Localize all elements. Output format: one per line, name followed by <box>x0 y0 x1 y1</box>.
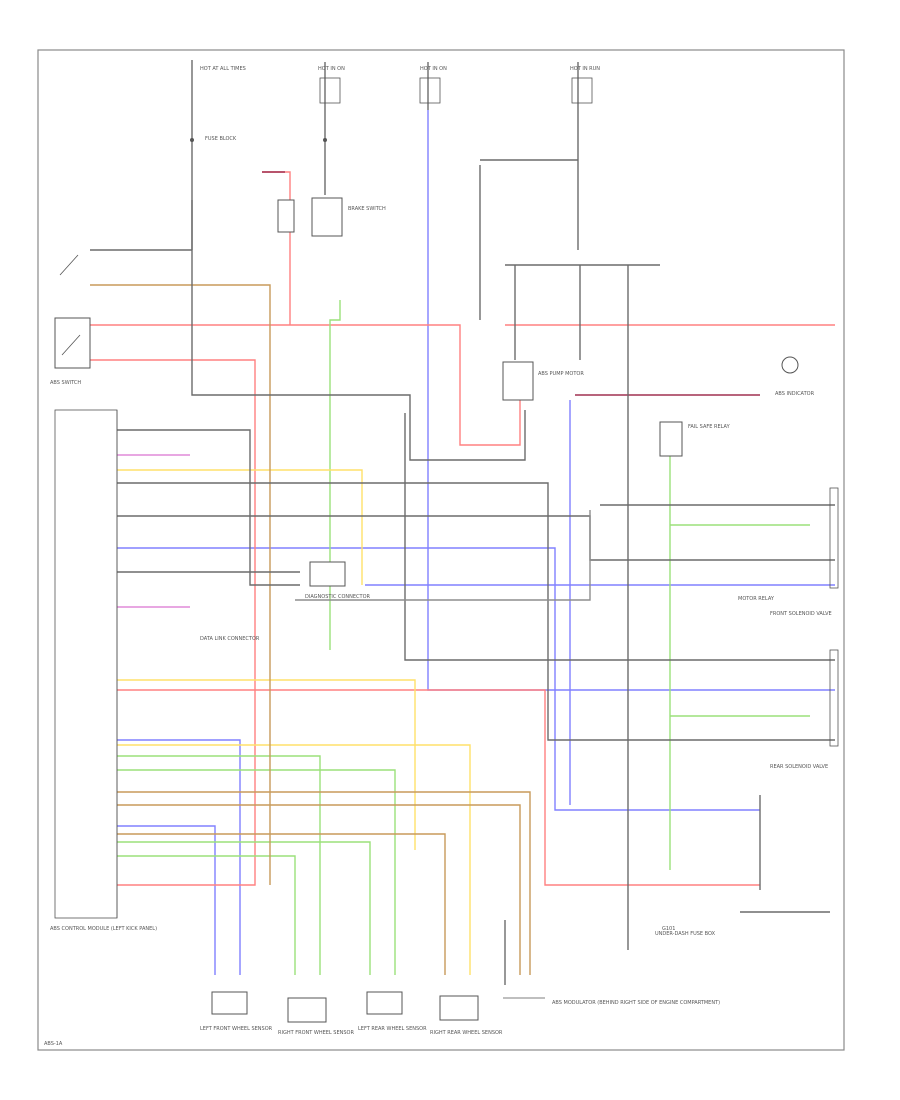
top-fuse-3-label: HOT IN ON <box>420 66 447 72</box>
brown-wires <box>90 284 531 975</box>
black-wires <box>90 159 835 985</box>
fail-safe-relay-label: FAIL SAFE RELAY <box>688 424 731 430</box>
abs-modulator-label: ABS MODULATOR (BEHIND RIGHT SIDE OF ENGI… <box>552 1000 720 1006</box>
abs-control-module: ABS CONTROL MODULE (LEFT KICK PANEL) <box>50 409 157 932</box>
wheel-sensors: LEFT FRONT WHEEL SENSOR RIGHT FRONT WHEE… <box>200 991 720 1036</box>
left-front-sensor-label: LEFT FRONT WHEEL SENSOR <box>200 1026 273 1032</box>
motor-relay: MOTOR RELAY <box>738 487 839 747</box>
magenta-wires <box>117 171 760 608</box>
abs-switch-label: ABS SWITCH <box>50 380 81 386</box>
left-front-sensor <box>211 991 248 1015</box>
brake-switch: BRAKE SWITCH <box>59 197 386 276</box>
abs-indicator-label: ABS INDICATOR <box>775 391 815 397</box>
right-rear-sensor-label: RIGHT REAR WHEEL SENSOR <box>430 1030 503 1036</box>
abs-pump-motor: ABS PUMP MOTOR <box>502 361 584 401</box>
diagram-frame <box>37 49 845 1051</box>
left-rear-sensor <box>366 991 403 1015</box>
red-wires <box>90 171 835 886</box>
green-wires <box>117 300 810 975</box>
diagnostic-connector-label: DIAGNOSTIC CONNECTOR <box>305 594 371 600</box>
top-power-feeds: HOT AT ALL TIMES HOT IN ON HOT IN ON HOT… <box>190 60 600 250</box>
right-front-sensor-label: RIGHT FRONT WHEEL SENSOR <box>278 1030 354 1036</box>
data-link-label: DATA LINK CONNECTOR <box>200 636 260 642</box>
abs-control-module-label: ABS CONTROL MODULE (LEFT KICK PANEL) <box>50 926 157 932</box>
ground-label: G101 <box>662 926 675 932</box>
abs-pump-motor-label: ABS PUMP MOTOR <box>538 371 584 377</box>
fuse-block-label: FUSE BLOCK <box>205 136 237 142</box>
brake-switch-label: BRAKE SWITCH <box>348 206 386 212</box>
top-fuse-1-label: HOT AT ALL TIMES <box>200 66 246 72</box>
abs-indicator: ABS INDICATOR <box>775 356 815 397</box>
front-solenoid-label: FRONT SOLENOID VALVE <box>770 611 832 617</box>
right-rear-sensor <box>439 995 479 1021</box>
footer-code: ABS-1A <box>44 1041 63 1047</box>
underdash-fuse-label: UNDER-DASH FUSE BOX <box>655 931 716 937</box>
top-fuse-4-label: HOT IN RUN <box>570 66 600 72</box>
blue-wires <box>117 110 835 975</box>
top-fuse-2-label: HOT IN ON <box>318 66 345 72</box>
rear-solenoid-label: REAR SOLENOID VALVE <box>770 764 828 770</box>
fail-safe-relay: FAIL SAFE RELAY <box>659 421 731 457</box>
fuse-block <box>277 199 295 233</box>
diagnostic-connector: DIAGNOSTIC CONNECTOR <box>305 561 371 600</box>
abs-switch: ABS SWITCH <box>50 317 91 386</box>
yellow-wires <box>117 469 471 975</box>
right-front-sensor <box>287 997 327 1023</box>
left-rear-sensor-label: LEFT REAR WHEEL SENSOR <box>358 1026 427 1032</box>
motor-relay-label: MOTOR RELAY <box>738 596 775 602</box>
